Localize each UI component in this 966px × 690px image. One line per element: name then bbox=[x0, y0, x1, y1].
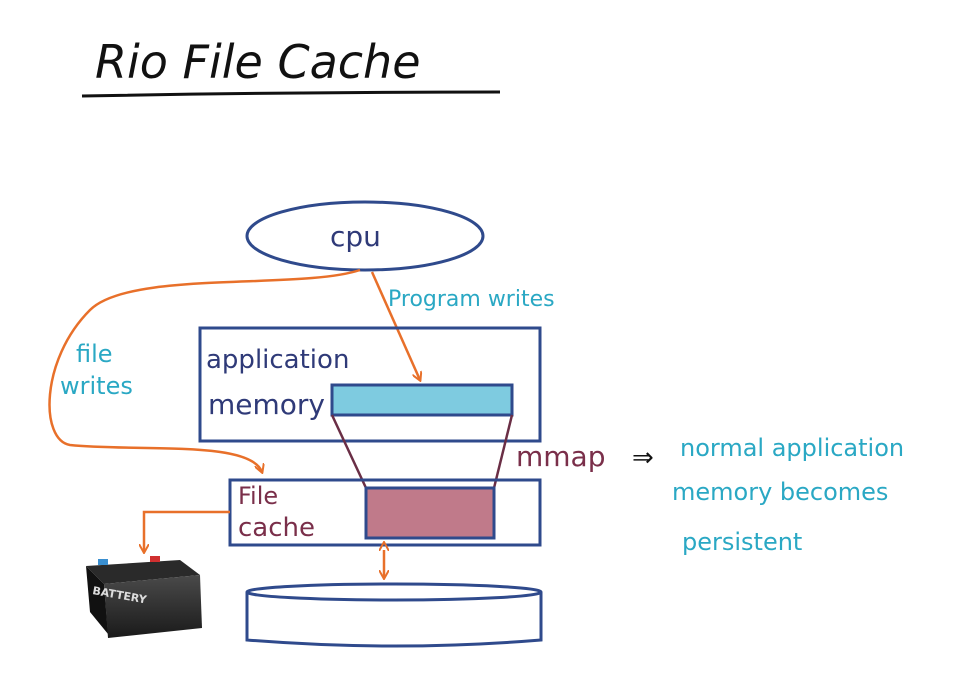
mmap-line-right bbox=[492, 414, 514, 489]
file-writes-arrow bbox=[48, 268, 361, 472]
diagram-title: Rio File Cache bbox=[95, 35, 421, 89]
mapped-region-cache bbox=[364, 486, 496, 540]
battery-arrow bbox=[144, 510, 230, 552]
file-writes-label-line1: file bbox=[76, 340, 113, 368]
file-cache-label-line2: cache bbox=[238, 513, 315, 543]
mmap-label: mmap bbox=[516, 440, 605, 473]
program-writes-label: Program writes bbox=[388, 287, 555, 312]
application-memory-box bbox=[198, 326, 542, 443]
cpu-label: cpu bbox=[330, 220, 381, 253]
file-writes-label-line2: writes bbox=[60, 372, 133, 400]
application-memory-label-line1: application bbox=[206, 345, 349, 375]
disk-storage bbox=[245, 582, 543, 648]
implies-arrow: ⇒ bbox=[632, 443, 654, 473]
application-memory-label-line2: memory bbox=[208, 388, 325, 421]
mapped-region-app bbox=[330, 383, 514, 417]
persistent-note-line2: memory becomes bbox=[672, 478, 888, 506]
file-cache-label-line1: File bbox=[238, 482, 278, 510]
battery-icon: BATTERY bbox=[86, 556, 202, 638]
title-underline bbox=[81, 90, 501, 98]
persistent-note-line1: normal application bbox=[680, 434, 904, 462]
cpu-node bbox=[245, 200, 485, 272]
persistent-note-line3: persistent bbox=[682, 528, 802, 556]
program-writes-arrow bbox=[370, 271, 420, 380]
mmap-line-left bbox=[330, 414, 368, 489]
